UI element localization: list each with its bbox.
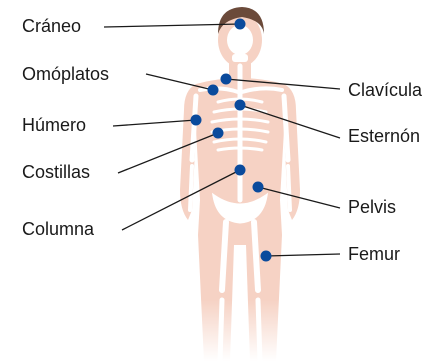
label-columna: Columna [22,219,94,239]
esternon-marker [235,100,246,111]
clavicula-marker [221,74,232,85]
label-esternon: Esternón [348,126,420,146]
bottom-fade [170,300,310,361]
label-craneo: Cráneo [22,16,81,36]
craneo-marker [235,19,246,30]
humero-marker [191,115,202,126]
costillas-marker [213,128,224,139]
label-humero: Húmero [22,115,86,135]
omoplatos-line [146,74,213,90]
label-costillas: Costillas [22,162,90,182]
pelvis-marker [253,182,264,193]
omoplatos-marker [208,85,219,96]
label-clavicula: Clavícula [348,80,422,100]
columna-marker [235,165,246,176]
label-omoplatos: Omóplatos [22,64,109,84]
femur-marker [261,251,272,262]
label-pelvis: Pelvis [348,197,396,217]
label-femur: Femur [348,244,400,264]
